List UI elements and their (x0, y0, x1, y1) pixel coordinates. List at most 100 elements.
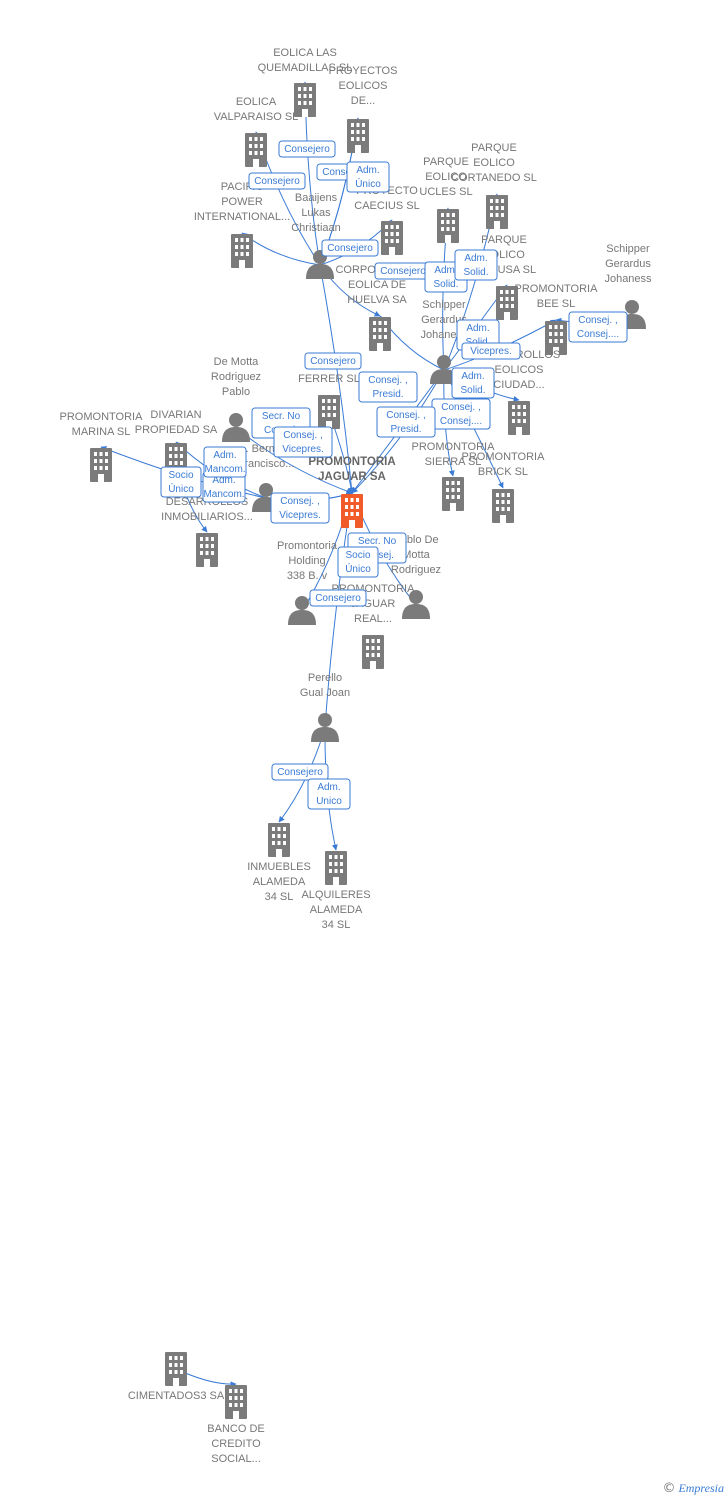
edge-label-box (307, 778, 351, 810)
building-icon (268, 823, 290, 857)
edge-label-bermejo-to-divarian[interactable]: Adm.Mancom. (202, 471, 246, 503)
edge-label-perello-to-alquileres_alameda[interactable]: Adm.Unico (307, 778, 351, 810)
edge-label-box (321, 239, 379, 257)
building-icon (196, 533, 218, 567)
edge-label-box (160, 466, 202, 498)
edge-label-text: Consej. ,Vicepres. (282, 430, 324, 455)
edge-label-text: Consej. ,Vicepres. (279, 496, 321, 521)
edge-label-text: Consejero (284, 144, 330, 155)
edge-label-text: Vicepres. (470, 346, 512, 357)
node-label: CIMENTADOS3 SA (128, 1390, 225, 1402)
building-icon (347, 119, 369, 153)
edge-label-schipper_mid-to-promontoria_jaguar[interactable]: Consej. ,Presid. (358, 371, 418, 403)
edge-label-text: Consej. ,Consej.... (440, 402, 482, 427)
edge-baaijens-to-pacific_power (241, 232, 321, 266)
copyright-icon: © (662, 1481, 676, 1496)
edge-label-text: Consejero (380, 266, 426, 277)
edge-label-perello-to-promontoria_jaguar[interactable]: Consejero (309, 589, 367, 607)
edge-label-box (461, 342, 521, 360)
building-icon (245, 133, 267, 167)
building-icon (90, 448, 112, 482)
edge-label-text: Consej. ,Consej.... (577, 315, 619, 340)
edge-label-box (358, 371, 418, 403)
edge-label-schipper_mid-to-promontoria_jaguar[interactable]: Consej. ,Presid. (376, 406, 436, 438)
edge-label-schipper_mid-to-promontoria_brick[interactable]: Consej. ,Consej.... (431, 398, 491, 430)
edge-label-baaijens-to-proyectos_eolicos[interactable]: Adm.Único (346, 161, 390, 193)
edge-label-box (451, 367, 495, 399)
edge-label-box (454, 249, 498, 281)
node-cimentados3[interactable]: CIMENTADOS3 SA (128, 1352, 225, 1402)
edge-label-schipper_mid-to-desarrollos_ciudad[interactable]: Adm.Solid. (451, 367, 495, 399)
edge-label-box (568, 311, 628, 343)
edge-label-perello-to-inmuebles_alameda[interactable]: Consejero (271, 763, 329, 781)
credit[interactable]: © Empresia (662, 1481, 724, 1496)
edges-layer (100, 81, 633, 1388)
edge-label-baaijens-to-proyecto_caecius[interactable]: Consejero (321, 239, 379, 257)
edge-label-bermejo-to-promontoria_marina[interactable]: Adm.Mancom. (203, 446, 247, 478)
edge-label-box (304, 352, 362, 370)
edge-label-schipper_mid-to-promontoria_bee[interactable]: Vicepres. (461, 342, 521, 360)
building-icon (362, 635, 384, 669)
edge-label-bermejo-to-promontoria_jaguar[interactable]: Consej. ,Vicepres. (270, 492, 330, 524)
edge-label-baaijens-to-corporacion_huelva[interactable]: Consejero (374, 262, 432, 280)
edge-label-box (337, 546, 379, 578)
building-icon (369, 317, 391, 351)
brand-name: Empresia (678, 1481, 724, 1495)
edge-label-schipper_mid-to-parque_cortanedo[interactable]: Adm.Solid. (454, 249, 498, 281)
node-ferrer[interactable]: FERRER SL (298, 373, 360, 429)
edge-label-schipper_right-to-promontoria_bee[interactable]: Consej. ,Consej.... (568, 311, 628, 343)
building-icon (225, 1385, 247, 1419)
edge-label-bermejo-to-promontoria_jaguar[interactable]: Consej. ,Vicepres. (273, 426, 333, 458)
edge-label-text: Consejero (322, 167, 368, 178)
edge-labels-layer: ConsejeroConsejeroConsejeroAdm.ÚnicoCons… (160, 140, 628, 810)
edge-label-box (270, 492, 330, 524)
edge-label-baaijens-to-eolica_quemadillas[interactable]: Consejero (278, 140, 336, 158)
edge-label-text: Adm.Unico (316, 782, 342, 807)
edge-label-box (273, 426, 333, 458)
edge-label-baaijens-to-eolica_valparaiso[interactable]: Consejero (248, 172, 306, 190)
edge-label-text: Consejero (277, 767, 323, 778)
edge-label-box (309, 589, 367, 607)
edge-label-ferrer-to-promontoria_jaguar[interactable]: Consejero (304, 352, 362, 370)
edge-label-box (346, 161, 390, 193)
building-icon (381, 221, 403, 255)
